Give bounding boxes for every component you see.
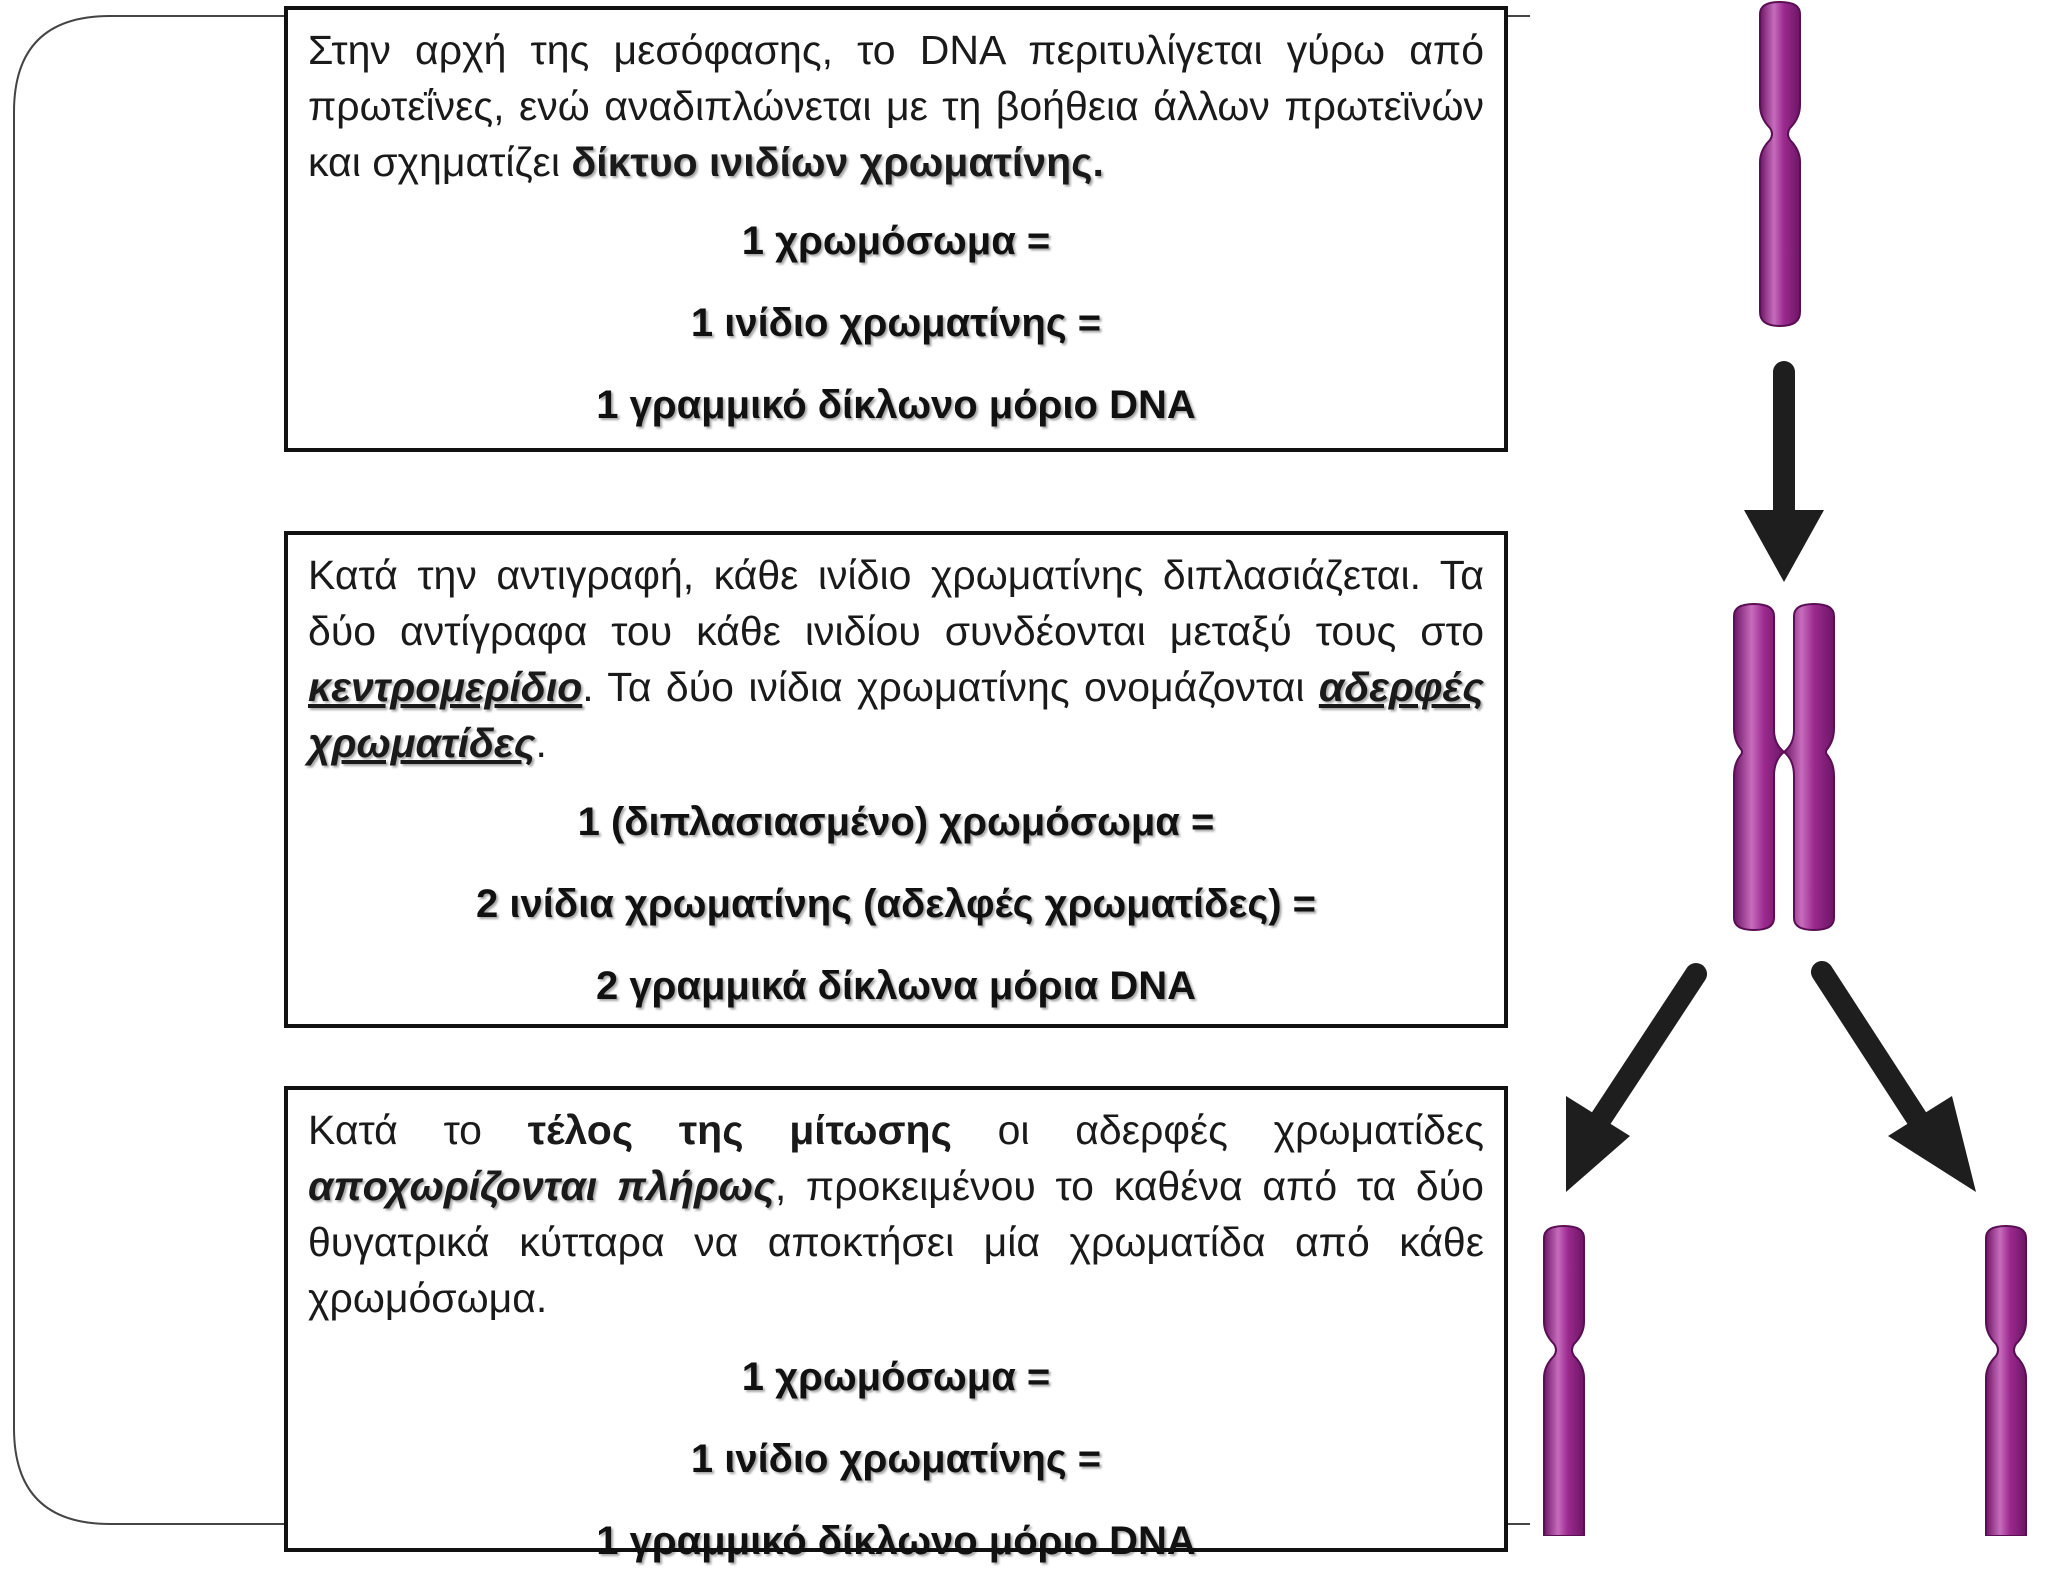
interphase-description: Στην αρχή της μεσόφασης, το DNA περιτυλί… [308, 22, 1484, 190]
equation-line: 1 ινίδιο χρωματίνης = [690, 301, 1102, 345]
equation-line: 1 γραμμικό δίκλωνο μόριο DNA [596, 383, 1196, 427]
replication-text-box: Κατά την αντιγραφή, κάθε ινίδιο χρωματίν… [284, 531, 1508, 1028]
sister-chromatids-term: αδερφές χρωματίδες [308, 664, 1484, 766]
separate-completely-term: αποχωρίζονται πλήρως [308, 1163, 775, 1209]
equation-line: 1 ινίδιο χρωματίνης = [690, 1437, 1102, 1481]
equation-line: 2 γραμμικά δίκλωνα μόρια DNA [596, 964, 1196, 1008]
slide-frame [13, 15, 1530, 1525]
equation-line: 2 ινίδια χρωματίνης (αδελφές χρωματίδες)… [476, 882, 1316, 926]
replication-text: . [535, 720, 547, 766]
replication-text: Κατά την αντιγραφή, κάθε ινίδιο χρωματίν… [308, 552, 1484, 654]
equation-line: 1 (διπλασιασμένο) χρωμόσωμα = [577, 800, 1215, 844]
replication-description: Κατά την αντιγραφή, κάθε ινίδιο χρωματίν… [308, 547, 1484, 771]
interphase-text-box: Στην αρχή της μεσόφασης, το DNA περιτυλί… [284, 6, 1508, 452]
centromere-term: κεντρομερίδιο [308, 664, 583, 710]
mitosis-text: , προκειμένου το καθένα από τα δύο θυγατ… [308, 1163, 1484, 1321]
replication-text: . Τα δύο ινίδια χρωματίνης ονομάζονται [582, 664, 1319, 710]
equation-line: 1 γραμμικό δίκλωνο μόριο DNA [596, 1519, 1196, 1563]
equation-line: 1 χρωμόσωμα = [741, 1355, 1051, 1399]
equation-line: 1 χρωμόσωμα = [741, 219, 1051, 263]
mitosis-end-text-box: Κατά το τέλος της μίτωσης οι αδερφές χρω… [284, 1086, 1508, 1563]
mitosis-text: Κατά το [308, 1107, 528, 1153]
chromatin-network-term: δίκτυο ινιδίων χρωματίνης. [571, 139, 1104, 185]
interphase-text: Στην αρχή της μεσόφασης, το DNA περιτυλί… [308, 27, 1484, 185]
mitosis-text: οι αδερφές χρωματίδες [951, 1107, 1484, 1153]
end-of-mitosis-term: τέλος της μίτωσης [527, 1107, 952, 1153]
mitosis-end-description: Κατά το τέλος της μίτωσης οι αδερφές χρω… [308, 1102, 1484, 1326]
